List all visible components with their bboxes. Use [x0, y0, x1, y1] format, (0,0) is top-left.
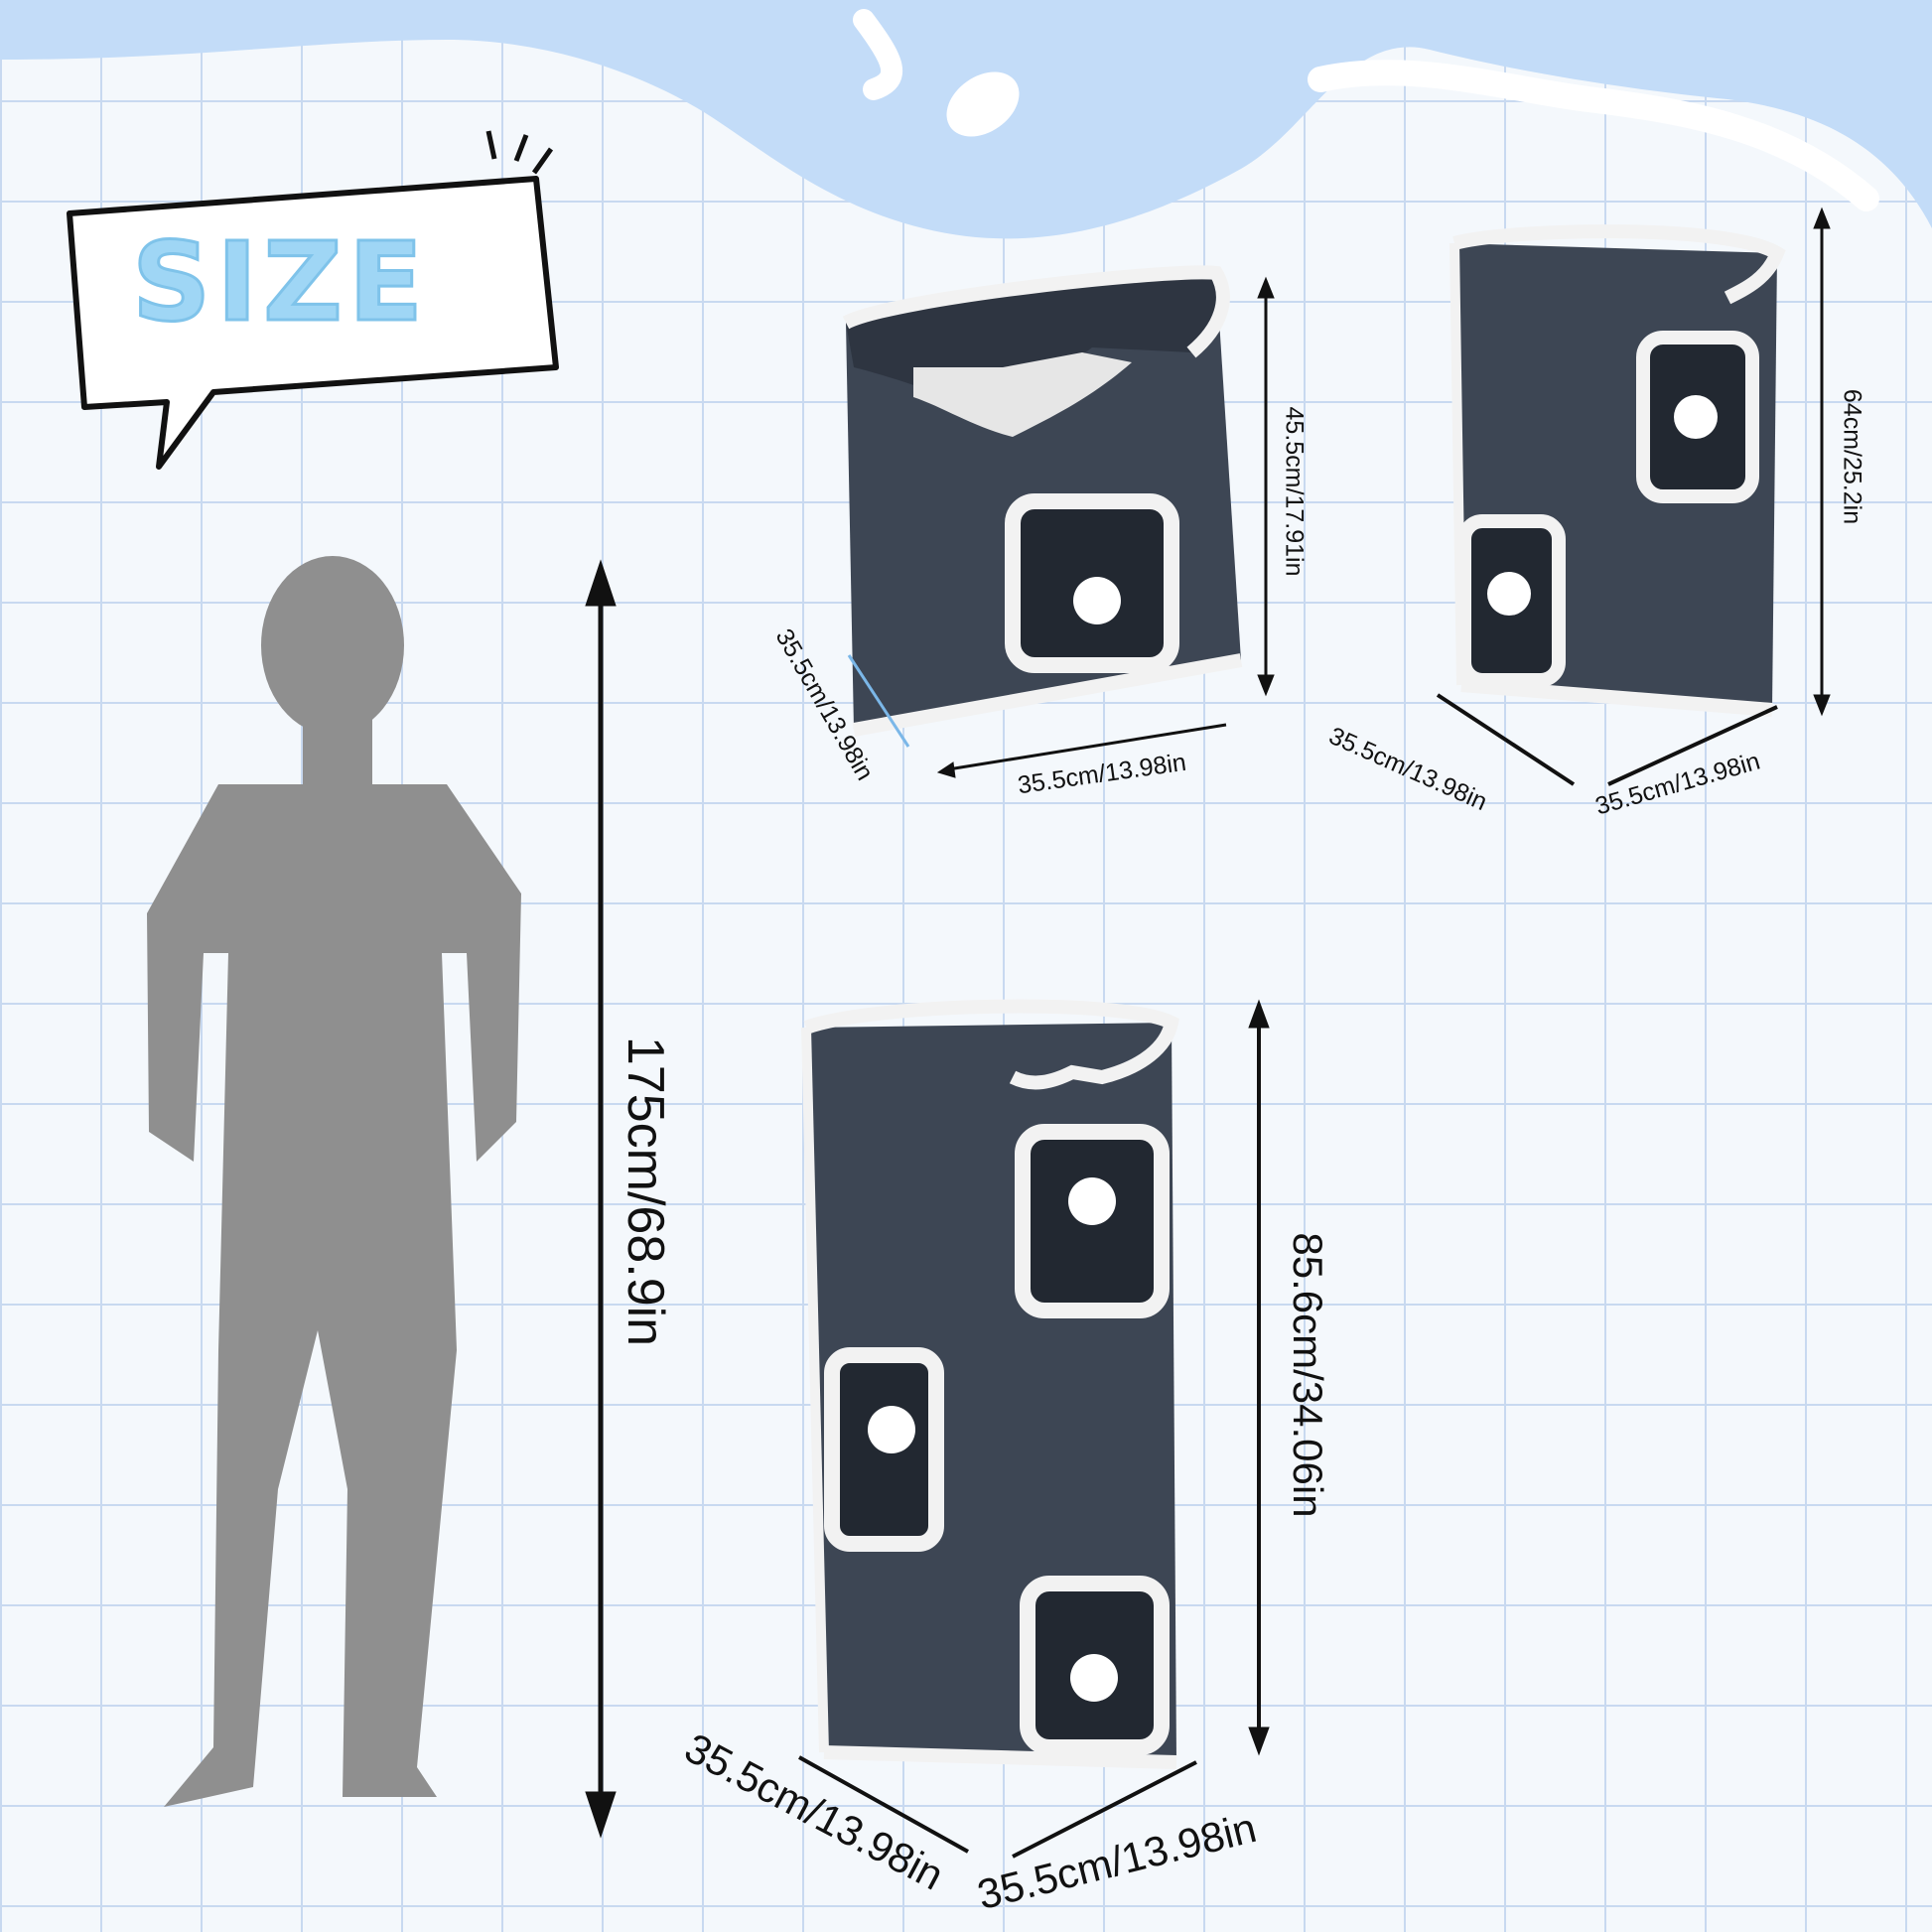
tower2-arrows	[1436, 207, 1831, 786]
person-height-label: 175cm/68.9in	[617, 1035, 674, 1347]
cat-tower-2	[1449, 224, 1786, 717]
tower1-height-label: 45.5cm/17.91in	[1280, 406, 1309, 577]
cat-tower-3	[801, 999, 1179, 1769]
size-badge	[67, 130, 559, 470]
person-silhouette	[147, 556, 521, 1807]
size-title: SIZE	[130, 217, 430, 347]
tower3-height-label: 85.6cm/34.06in	[1285, 1232, 1331, 1518]
person-height-arrow	[585, 559, 617, 1839]
tower3-arrows	[798, 999, 1270, 1859]
tower1-arrows	[847, 276, 1275, 778]
tower2-height-label: 64cm/25.2in	[1838, 388, 1866, 525]
cat-tower-1	[842, 265, 1243, 737]
